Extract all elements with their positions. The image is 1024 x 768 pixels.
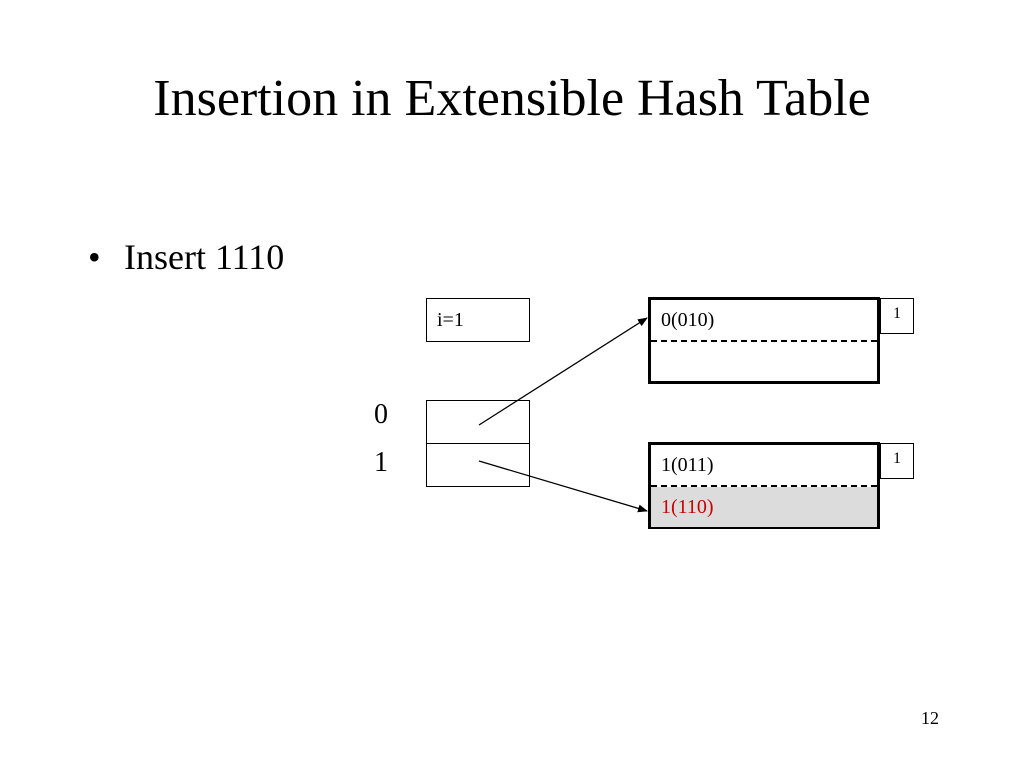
bucket-1-slot-0: 1(011) (651, 445, 877, 487)
bucket-0-local-depth: 1 (880, 298, 914, 334)
global-depth-label: i=1 (437, 309, 464, 331)
bucket-0-slot-0: 0(010) (651, 300, 877, 342)
directory-index-0: 0 (374, 399, 388, 430)
bucket-0: 0(010) (648, 297, 880, 384)
slide-title: Insertion in Extensible Hash Table (0, 68, 1024, 130)
slide-title-text: Insertion in Extensible Hash Table (153, 70, 871, 127)
directory-cell-0 (426, 400, 530, 444)
bullet-symbol: • (88, 237, 101, 277)
global-depth-box: i=1 (426, 298, 530, 342)
bullet-item: • Insert 1110 (88, 233, 284, 281)
directory-cell-1 (426, 443, 530, 487)
page-number: 12 (921, 708, 939, 728)
bucket-1: 1(011) 1(110) (648, 442, 880, 529)
bucket-1-local-depth: 1 (880, 443, 914, 479)
bucket-0-slot-1 (651, 342, 877, 382)
directory-index-1: 1 (374, 447, 388, 478)
bucket-1-slot-1-new: 1(110) (651, 487, 877, 527)
bullet-text: Insert 1110 (124, 237, 285, 277)
